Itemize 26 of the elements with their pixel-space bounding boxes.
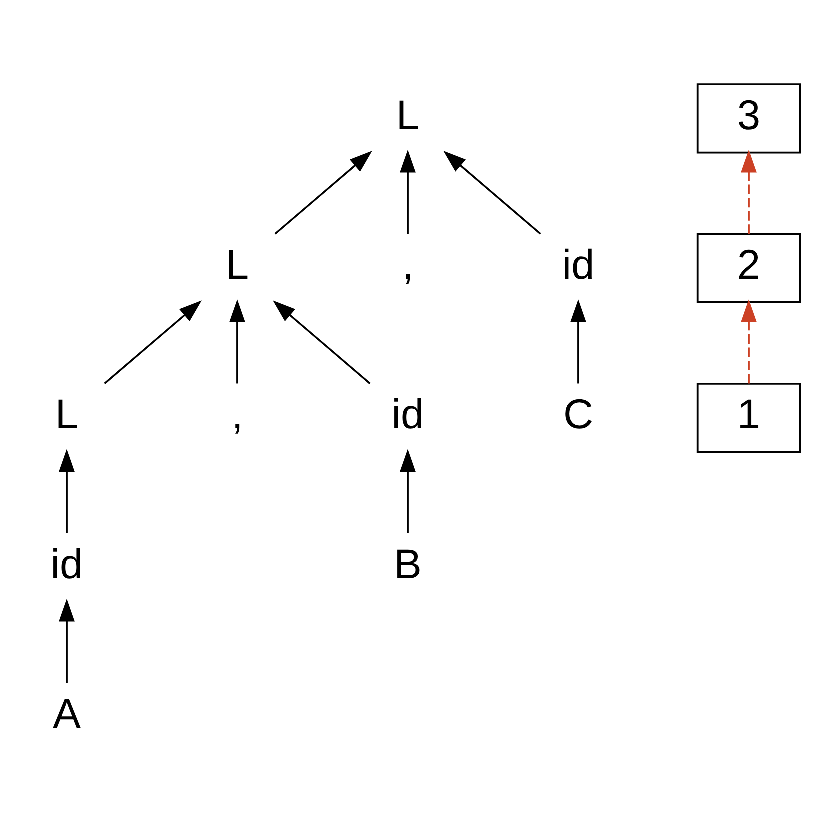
node-text: C	[563, 390, 594, 438]
arrow	[400, 448, 416, 533]
arrow	[104, 300, 202, 384]
node-text: ,	[402, 240, 414, 288]
arrow	[741, 149, 757, 234]
node-text: id	[562, 240, 595, 288]
arrow	[444, 150, 542, 234]
node-text: L	[226, 240, 250, 288]
node-text: id	[50, 540, 84, 587]
node-text: ,	[232, 390, 244, 438]
node-text: B	[394, 540, 422, 587]
arrow	[59, 448, 75, 533]
node-text: L	[396, 90, 420, 138]
node-text: id	[392, 390, 424, 438]
arrow	[59, 598, 75, 683]
arrow	[274, 150, 372, 234]
node-text: A	[53, 689, 81, 736]
node-box: 3	[696, 83, 802, 154]
arrow	[400, 149, 416, 234]
node-box: 2	[696, 232, 802, 303]
arrow	[741, 299, 757, 384]
arrow	[230, 299, 246, 384]
node-text: L	[55, 390, 79, 438]
arrow	[273, 300, 371, 384]
arrow	[570, 299, 586, 384]
node-box: 1	[696, 382, 802, 453]
